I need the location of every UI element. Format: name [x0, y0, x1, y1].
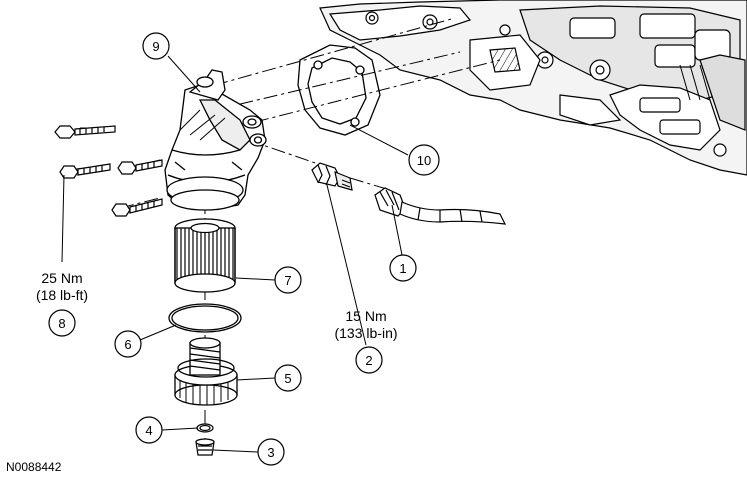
callout-6: 6 — [114, 330, 142, 358]
callout-number: 2 — [365, 353, 372, 368]
callout-number: 3 — [267, 445, 274, 460]
oil-filter-adapter — [164, 69, 267, 211]
torque-spec-metric: 15 Nm — [345, 308, 386, 324]
callout-number: 1 — [399, 261, 406, 276]
callout-number: 4 — [145, 423, 152, 438]
figure-id: N0088442 — [6, 460, 62, 474]
callout-3: 3 — [257, 438, 285, 466]
oil-pressure-sensor — [311, 162, 353, 191]
callout-number: 8 — [58, 316, 65, 331]
callout-8: 8 — [48, 309, 76, 337]
callout-9: 9 — [142, 32, 170, 60]
callout-2: 2 — [355, 346, 383, 374]
callout-number: 7 — [284, 273, 291, 288]
filter-cap-o-ring — [168, 303, 242, 333]
callout-5: 5 — [274, 364, 302, 392]
adapter-bolts — [54, 125, 163, 217]
torque-spec-sensor: 15 Nm (133 lb-in) — [334, 308, 397, 341]
sensor-electrical-connector — [374, 187, 507, 225]
oil-filter-element — [174, 218, 236, 293]
torque-spec-bolts: 25 Nm (18 lb-ft) — [36, 270, 88, 303]
oil-filter-cap — [174, 337, 238, 406]
torque-spec-metric: 25 Nm — [41, 270, 82, 286]
callout-number: 6 — [124, 337, 131, 352]
filter-adapter-gasket — [297, 44, 381, 136]
callout-number: 9 — [152, 39, 159, 54]
torque-spec-imperial: (133 lb-in) — [334, 325, 397, 341]
drain-plug-o-ring — [196, 423, 214, 433]
leader-lines — [61, 55, 409, 453]
callout-10: 10 — [408, 144, 440, 176]
torque-spec-imperial: (18 lb-ft) — [36, 287, 88, 303]
callout-number: 5 — [284, 371, 291, 386]
drain-plug — [195, 438, 215, 456]
callout-7: 7 — [274, 266, 302, 294]
callout-1: 1 — [389, 254, 417, 282]
callout-4: 4 — [135, 416, 163, 444]
engine-block — [319, 0, 747, 176]
callout-number: 10 — [417, 153, 431, 168]
